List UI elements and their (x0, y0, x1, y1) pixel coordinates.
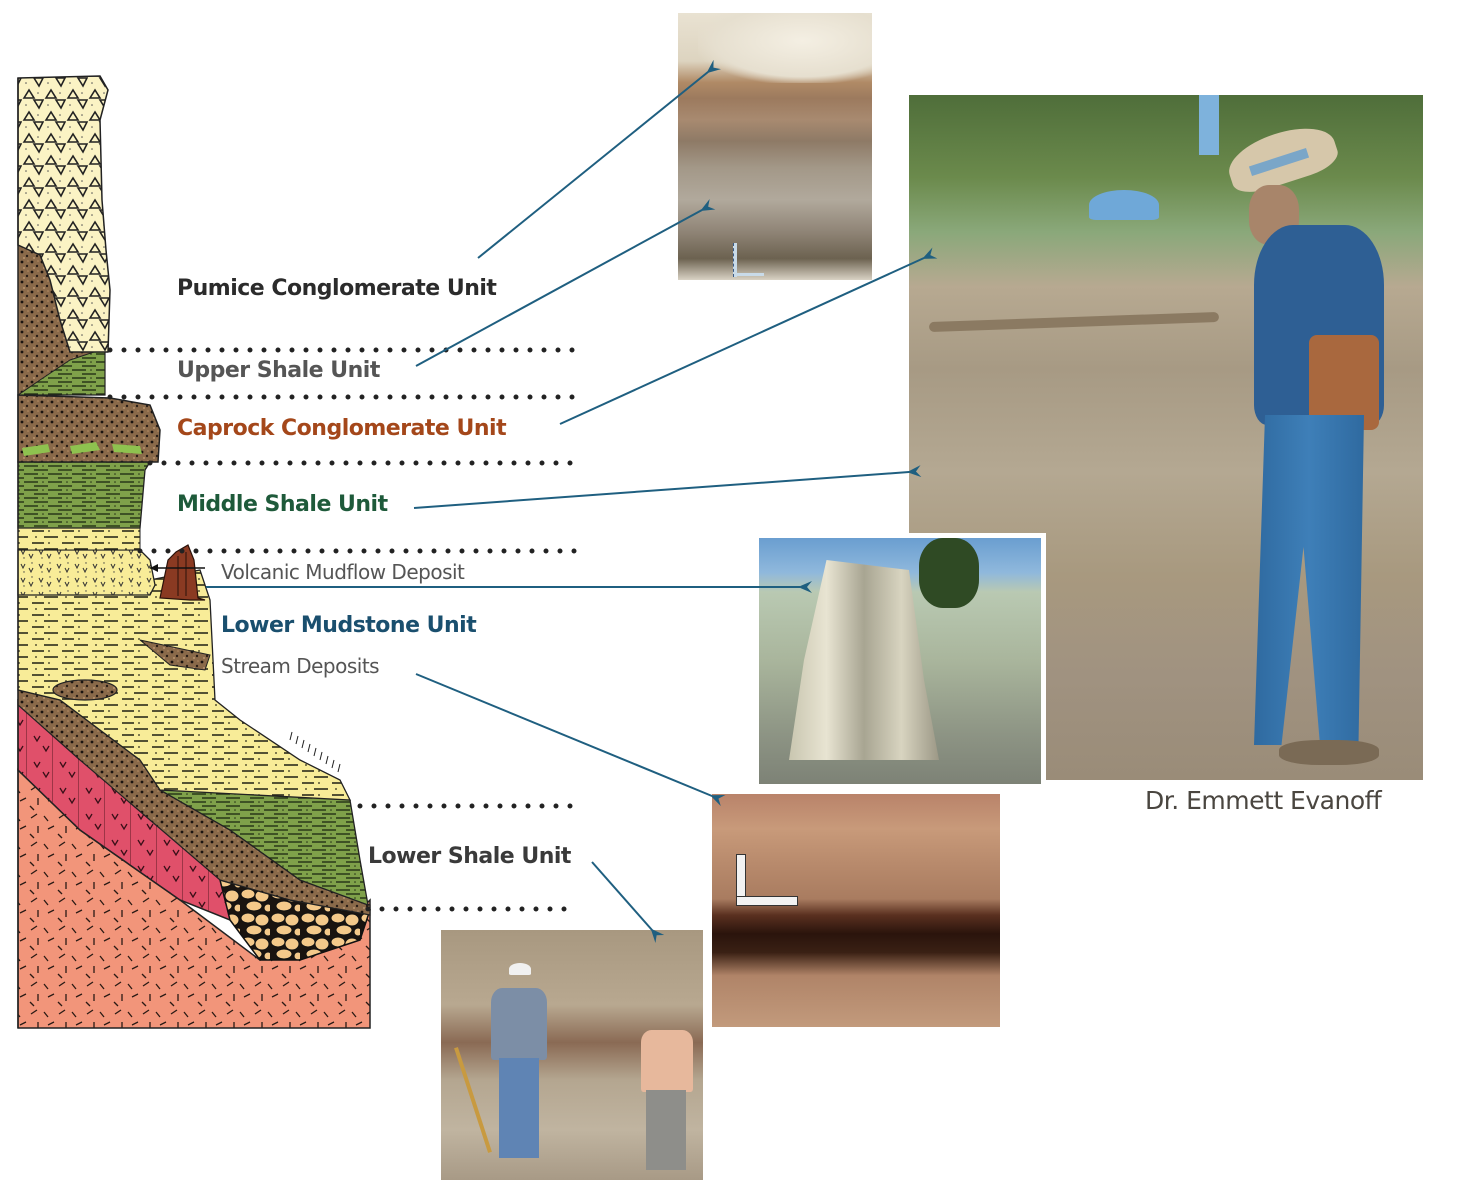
geologist-bag (1309, 335, 1379, 430)
photo-lower-shale-workers (441, 930, 703, 1180)
boundary-lines (0, 0, 600, 1040)
label-caprock-conglomerate-unit: Caprock Conglomerate Unit (177, 416, 507, 441)
tree (919, 538, 979, 608)
stump (789, 560, 939, 760)
label-upper-shale-unit: Upper Shale Unit (177, 358, 380, 383)
worker-1-jeans (499, 1058, 539, 1158)
photo-credit: Dr. Emmett Evanoff (1145, 786, 1382, 815)
arrow-to-caprock (559, 247, 938, 425)
pumice-cap (698, 13, 872, 83)
worker-2-shirt (641, 1030, 693, 1092)
shovel-handle (454, 1047, 492, 1153)
worker-1-cap (509, 963, 531, 975)
label-middle-shale-unit: Middle Shale Unit (177, 492, 388, 517)
label-volcanic-mudflow-deposit: Volcanic Mudflow Deposit (221, 560, 465, 584)
geologist-jeans (1254, 415, 1364, 745)
stick (928, 311, 1220, 333)
photo-stream-deposits (712, 794, 1000, 1027)
label-pumice-conglomerate-unit: Pumice Conglomerate Unit (177, 276, 497, 301)
label-lower-shale-unit: Lower Shale Unit (368, 844, 571, 869)
scale-bar-icon (733, 243, 737, 277)
scale-l-horizontal-icon (736, 896, 798, 906)
scale-bar-horizontal-icon (734, 273, 764, 276)
stump-photo-inner (759, 538, 1041, 784)
photo-petrified-stump (756, 533, 1046, 787)
arrow-to-lower-shale (591, 861, 665, 943)
label-stream-deposits: Stream Deposits (221, 654, 380, 678)
photo-outcrop-pumice-upper-shale (678, 13, 872, 280)
sky-patch-right (1199, 95, 1219, 155)
stratigraphic-column (0, 0, 380, 1040)
sky-patch (1089, 190, 1159, 220)
label-lower-mudstone-unit: Lower Mudstone Unit (221, 613, 477, 638)
worker-1-shirt (491, 988, 547, 1060)
geologist-boots (1279, 740, 1379, 765)
worker-2-pants (646, 1090, 686, 1170)
